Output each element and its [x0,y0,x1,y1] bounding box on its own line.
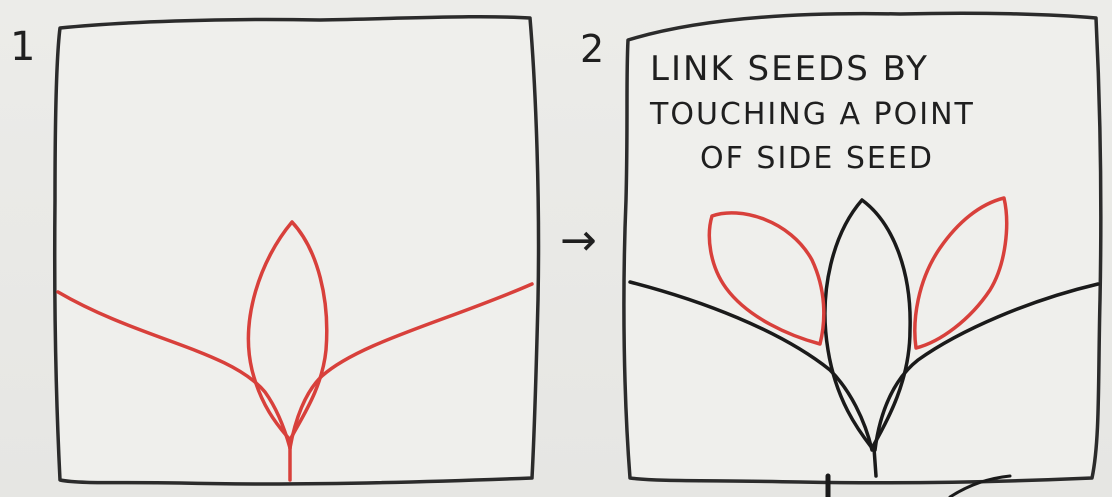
step-1-number: 1 [10,24,37,70]
step-2-caption-line-1: LINK SEEDS BY [650,49,929,89]
step-2-caption-line-2: TOUCHING A POINT [649,97,975,132]
step-1-frame [55,17,539,484]
step-2-stem-base [874,448,876,476]
step-2-number: 2 [580,27,606,71]
next-step-arrow: → [560,215,599,266]
step-2-caption-line-3: OF SIDE SEED [700,141,934,176]
